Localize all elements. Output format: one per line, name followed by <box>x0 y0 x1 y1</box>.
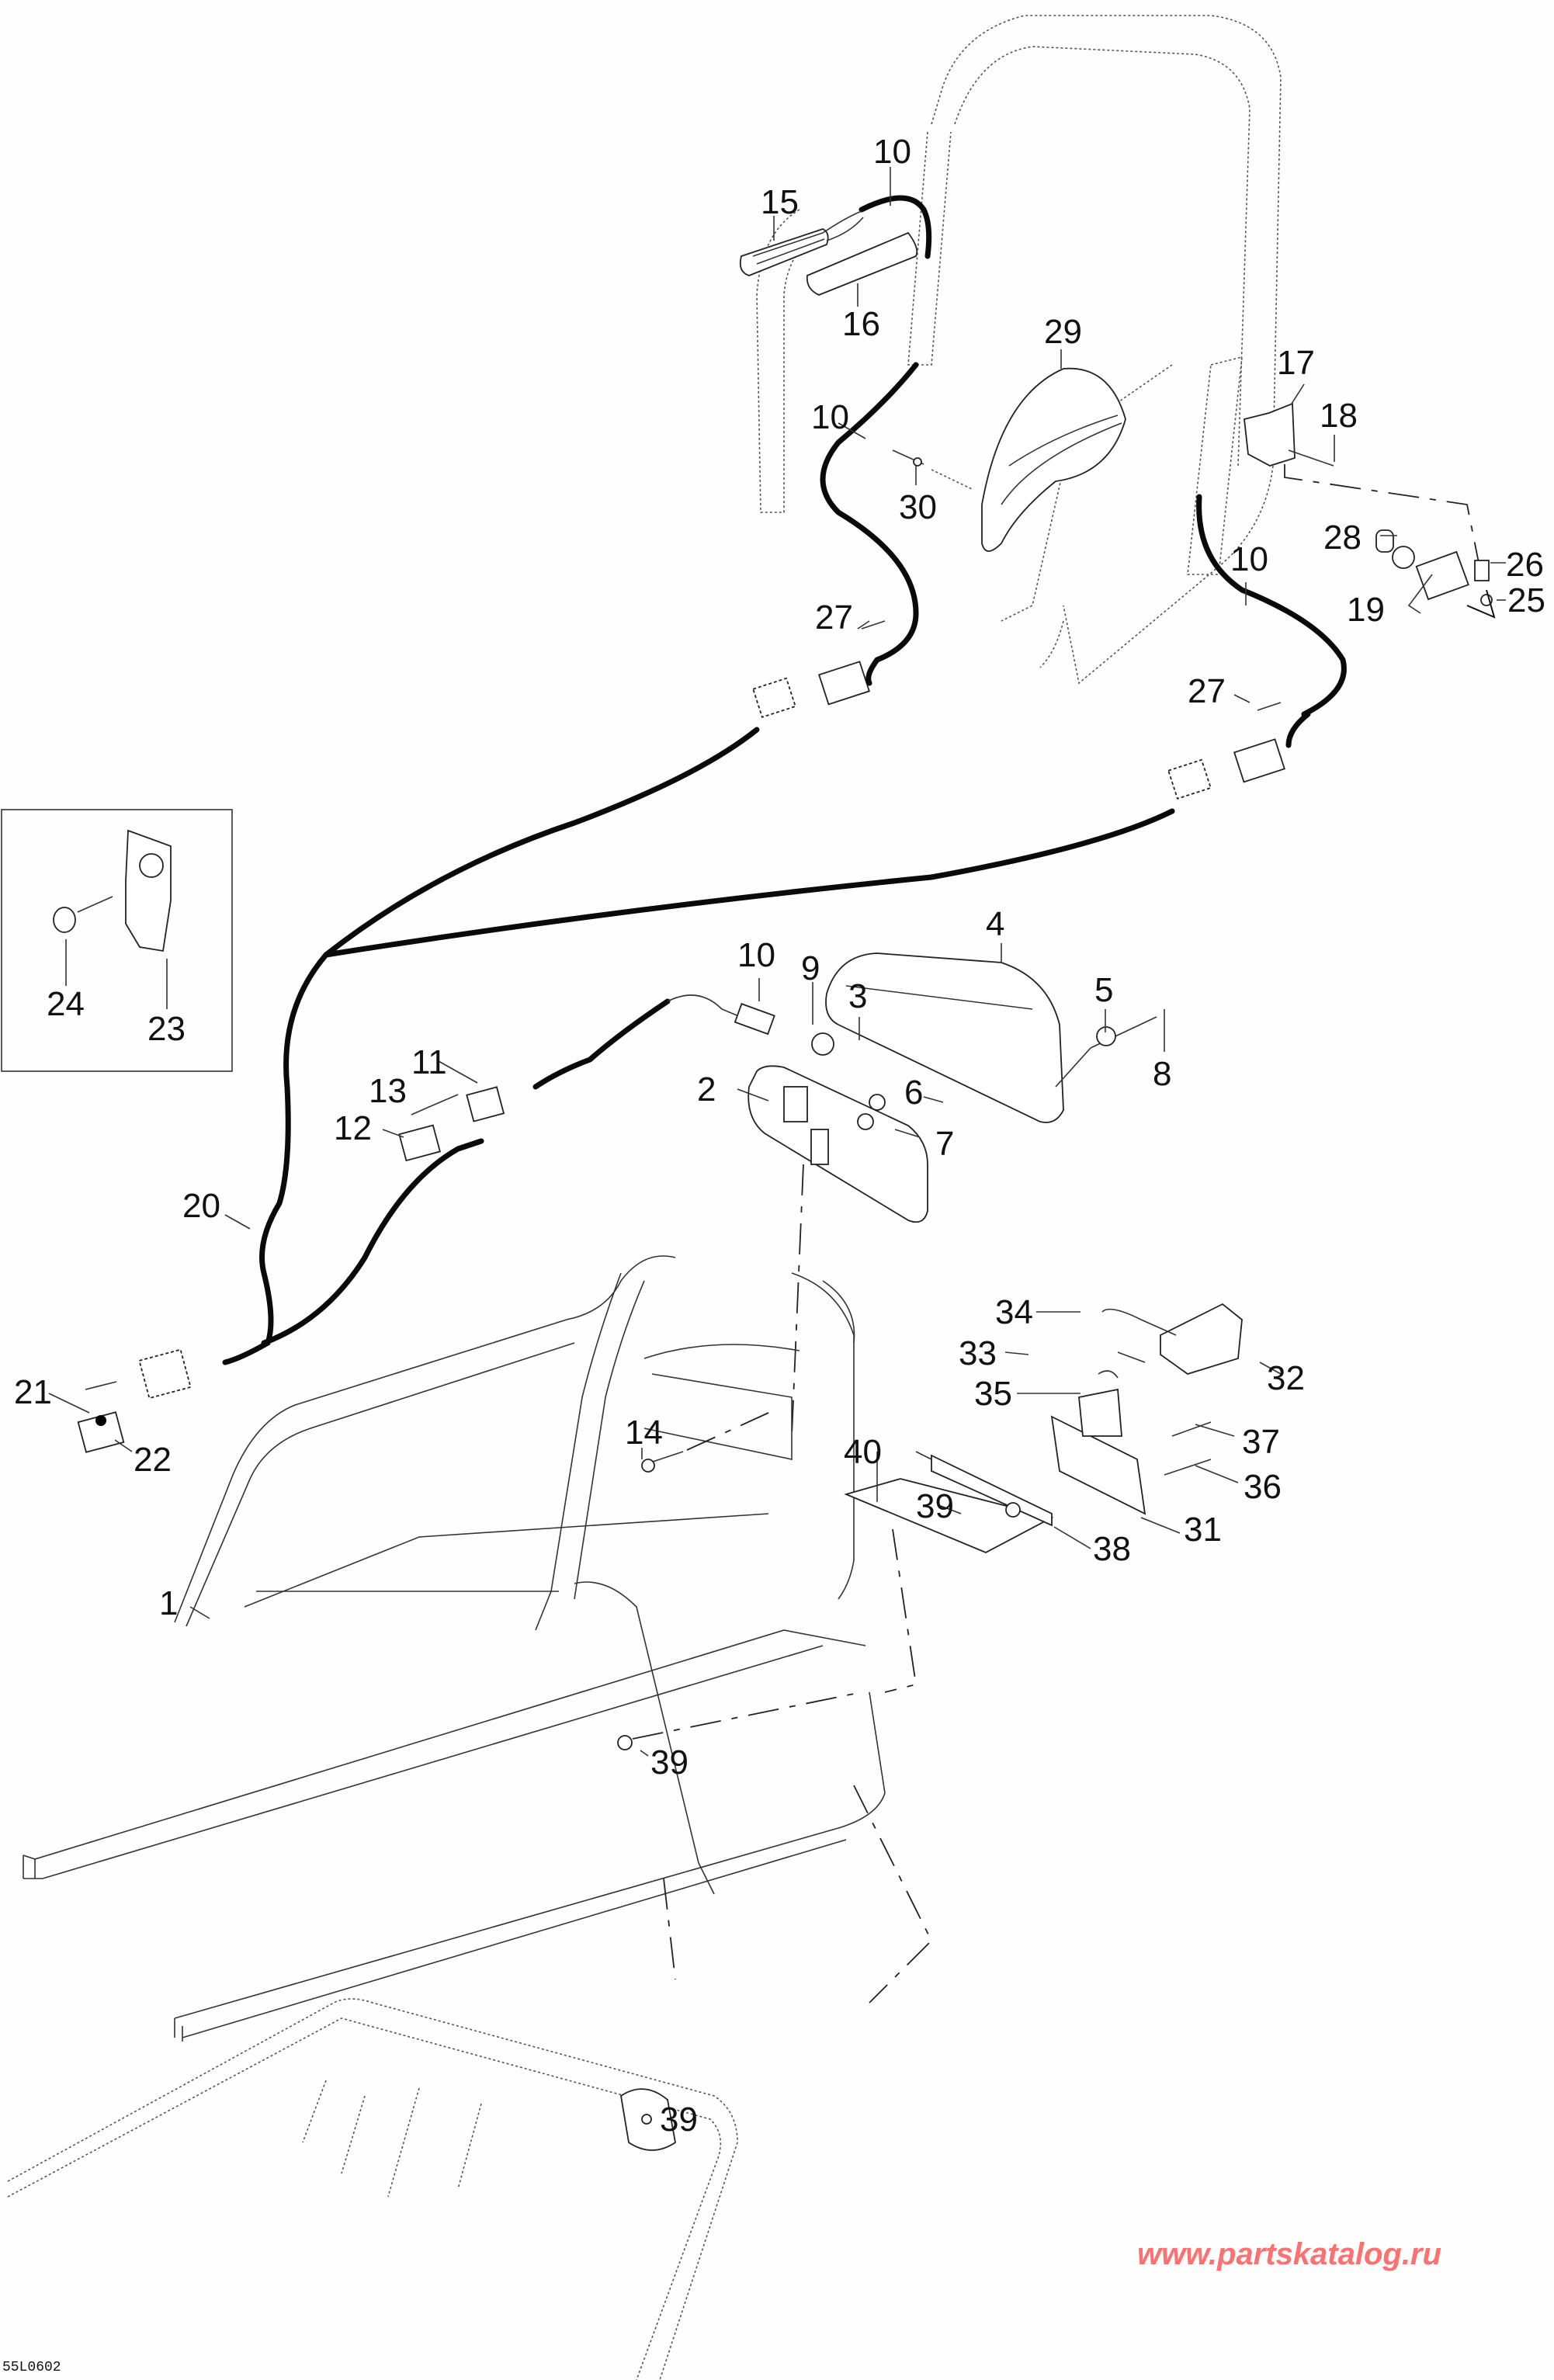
bracket-38 <box>844 1454 1054 1553</box>
handlebar-frame <box>756 15 1282 685</box>
bolt-36 <box>1164 1459 1212 1476</box>
wire-10-top <box>859 195 932 259</box>
taillight-lens-4 <box>825 952 1064 1123</box>
callout-9: 9 <box>801 949 820 987</box>
bolt-37 <box>1171 1421 1212 1437</box>
callout-10: 10 <box>737 936 775 974</box>
callout-18: 18 <box>1320 397 1358 435</box>
figure-id: 55L0602 <box>2 2360 61 2375</box>
callout-10: 10 <box>811 398 849 436</box>
callout-36: 36 <box>1244 1468 1282 1506</box>
wire-10-right <box>1196 494 1347 717</box>
socket-9 <box>811 1032 834 1056</box>
nut-39-bracket <box>1005 1502 1021 1518</box>
callout-39: 39 <box>660 2101 698 2139</box>
callout-15: 15 <box>761 183 799 221</box>
nut-7 <box>857 1113 874 1130</box>
callout-29: 29 <box>1044 313 1082 351</box>
grip-16 <box>806 231 918 296</box>
washer-5 <box>1096 1026 1116 1046</box>
callout-10: 10 <box>873 133 911 171</box>
callout-3: 3 <box>848 977 867 1015</box>
callout-26: 26 <box>1506 546 1544 584</box>
callout-17: 17 <box>1277 344 1315 382</box>
callout-6: 6 <box>904 1074 923 1112</box>
wire-10-left <box>820 362 919 663</box>
hair-pin-34 <box>1101 1308 1177 1336</box>
connector-27-left <box>752 620 886 719</box>
connector-11 <box>466 1086 505 1122</box>
callout-23: 23 <box>147 1010 186 1048</box>
callout-33: 33 <box>959 1334 997 1372</box>
callout-38: 38 <box>1093 1530 1131 1568</box>
callout-2: 2 <box>697 1070 716 1108</box>
connector-27-right <box>1167 702 1285 800</box>
callout-5: 5 <box>1094 971 1113 1009</box>
callout-10: 10 <box>1230 540 1268 578</box>
callout-24: 24 <box>47 985 85 1023</box>
spring-pin-33 <box>1117 1351 1146 1363</box>
callout-32: 32 <box>1267 1359 1305 1397</box>
callout-22: 22 <box>134 1441 172 1479</box>
watermark-link[interactable]: www.partskatalog.ru <box>1137 2237 1441 2271</box>
callout-25: 25 <box>1507 581 1545 619</box>
callout-28: 28 <box>1323 519 1361 557</box>
callout-7: 7 <box>935 1125 954 1163</box>
callout-35: 35 <box>974 1375 1012 1413</box>
callout-12: 12 <box>334 1109 372 1147</box>
callout-4: 4 <box>986 905 1004 943</box>
taillight-base-2 <box>748 1065 928 1223</box>
callout-34: 34 <box>995 1293 1033 1331</box>
callout-20: 20 <box>182 1187 220 1225</box>
callout-39: 39 <box>650 1743 689 1782</box>
switch-19 <box>1375 529 1493 606</box>
callout-27: 27 <box>815 598 853 637</box>
callout-27: 27 <box>1188 672 1226 710</box>
grommet-6 <box>869 1094 886 1111</box>
connector-22 <box>77 1411 125 1453</box>
connector-12 <box>398 1124 441 1162</box>
latch-plate-31 <box>1050 1415 1146 1515</box>
callout-labels: 15 10 16 29 17 18 10 30 28 26 25 19 10 2… <box>14 133 1545 2139</box>
spring-35 <box>1098 1370 1119 1379</box>
rack-frame-1 <box>23 1255 886 2042</box>
callout-37: 37 <box>1242 1423 1280 1461</box>
bolt-14 <box>647 1451 684 1464</box>
cowl-29 <box>981 367 1126 552</box>
bracket-17 <box>1244 402 1296 467</box>
callout-30: 30 <box>899 488 937 526</box>
callout-31: 31 <box>1184 1511 1222 1549</box>
nut-39-lower <box>617 1735 633 1750</box>
callout-16: 16 <box>842 305 880 343</box>
terminal-13 <box>430 1094 459 1107</box>
callout-21: 21 <box>14 1373 52 1411</box>
callout-8: 8 <box>1153 1055 1171 1093</box>
inset-box <box>1 809 233 1072</box>
grip-15 <box>739 228 829 276</box>
callout-39: 39 <box>916 1487 954 1525</box>
callout-19: 19 <box>1347 591 1385 629</box>
latch-block-32 <box>1160 1303 1243 1375</box>
wire-20 <box>222 727 760 1365</box>
callout-11: 11 <box>411 1043 447 1081</box>
callout-40: 40 <box>844 1433 882 1471</box>
deck-outline <box>7 1998 738 2380</box>
callout-1: 1 <box>159 1584 178 1622</box>
callout-13: 13 <box>369 1072 407 1110</box>
leader-lines <box>48 167 1506 1757</box>
screw-18 <box>1288 449 1334 467</box>
callout-14: 14 <box>625 1414 663 1452</box>
